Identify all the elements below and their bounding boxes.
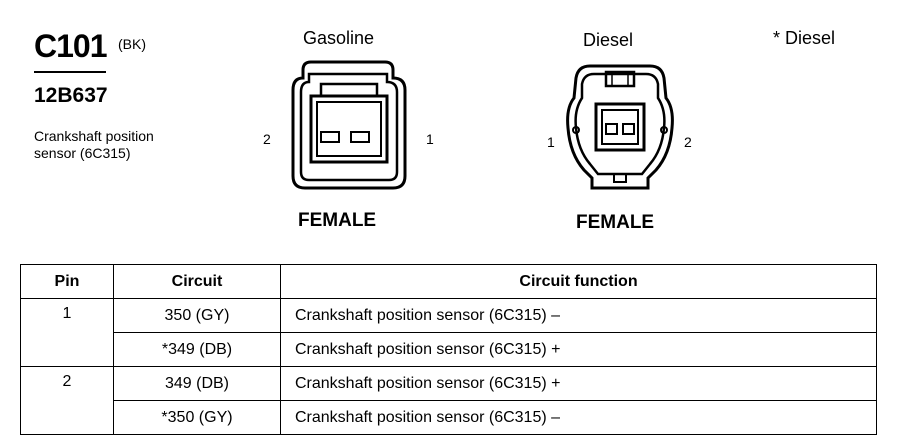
gasoline-pin-label-left: 2	[263, 131, 271, 147]
pinout-table: Pin Circuit Circuit function 1 350 (GY) …	[20, 264, 877, 435]
connector-id: C101	[34, 28, 107, 64]
header-pin: Pin	[20, 264, 114, 299]
function-cell: Crankshaft position sensor (6C315) –	[280, 400, 877, 435]
gasoline-pin-label-right: 1	[426, 131, 434, 147]
title-divider	[34, 71, 106, 73]
table-row: *349 (DB) Crankshaft position sensor (6C…	[21, 332, 877, 367]
diesel-connector-diagram	[566, 64, 674, 190]
header-circuit-function: Circuit function	[280, 264, 877, 299]
circuit-cell: 350 (GY)	[113, 298, 281, 333]
part-number: 12B637	[34, 84, 108, 107]
table-header-row: Pin Circuit Circuit function	[20, 264, 877, 299]
connector-description: Crankshaft position sensor (6C315)	[34, 128, 154, 161]
gasoline-connector-diagram	[291, 60, 407, 190]
function-cell: Crankshaft position sensor (6C315) +	[280, 332, 877, 367]
circuit-cell: *349 (DB)	[113, 332, 281, 367]
table-row: 1 350 (GY) Crankshaft position sensor (6…	[20, 298, 877, 367]
table-row: 2 349 (DB) Crankshaft position sensor (6…	[20, 366, 877, 435]
function-cell: Crankshaft position sensor (6C315) +	[280, 366, 877, 401]
diesel-pin-label-right: 2	[684, 134, 692, 150]
pin-cell: 1	[20, 298, 114, 367]
diesel-note: * Diesel	[773, 28, 836, 48]
circuit-cell: 349 (DB)	[113, 366, 281, 401]
diesel-view-title: Diesel	[583, 30, 634, 50]
header-circuit: Circuit	[113, 264, 281, 299]
connector-color-code: (BK)	[118, 36, 146, 52]
diesel-gender-label: FEMALE	[576, 212, 655, 233]
function-cell: Crankshaft position sensor (6C315) –	[280, 298, 877, 333]
table-row: *350 (GY) Crankshaft position sensor (6C…	[21, 400, 877, 435]
circuit-cell: *350 (GY)	[113, 400, 281, 435]
gasoline-view-title: Gasoline	[303, 28, 375, 48]
diesel-pin-label-left: 1	[547, 134, 555, 150]
pin-cell: 2	[20, 366, 114, 435]
gasoline-gender-label: FEMALE	[298, 210, 377, 231]
